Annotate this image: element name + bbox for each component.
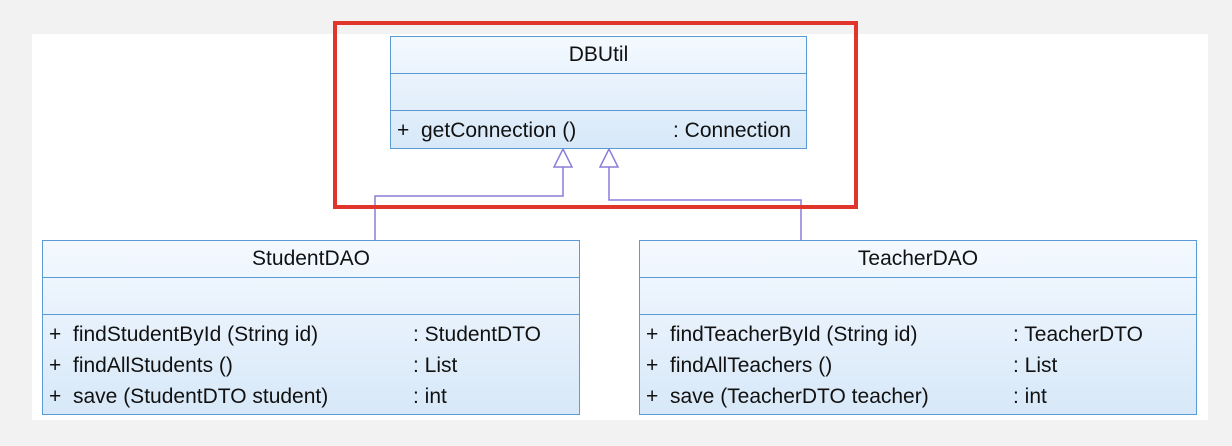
operation-type: : int	[413, 385, 447, 408]
class-name: DBUtil	[391, 37, 806, 74]
visibility: +	[49, 385, 62, 408]
operation-name: getConnection ()	[421, 119, 577, 142]
operation-type: : List	[413, 354, 458, 377]
operation-name: findTeacherById (String id)	[670, 323, 918, 346]
operation-name: save (StudentDTO student)	[73, 385, 329, 408]
operation-type: : int	[1013, 385, 1047, 408]
class-teacherdao[interactable]: TeacherDAO + findTeacherById (String id)…	[639, 240, 1197, 415]
generalization-arrowhead-left	[552, 147, 574, 168]
operation-name: save (TeacherDTO teacher)	[670, 385, 929, 408]
operation-type: : List	[1013, 354, 1058, 377]
operation-name: findAllStudents ()	[73, 354, 233, 377]
operation-row: + getConnection () : Connection	[397, 115, 806, 146]
operation-row: + findAllStudents () : List	[49, 350, 579, 381]
visibility: +	[646, 354, 659, 377]
attributes-compartment	[640, 278, 1196, 315]
visibility: +	[49, 323, 62, 346]
edge-teacherdao-to-dbutil	[608, 166, 802, 240]
edge-studentdao-to-dbutil	[374, 166, 564, 240]
operation-row: + findStudentById (String id) : StudentD…	[49, 319, 579, 350]
operations-compartment: + findStudentById (String id) : StudentD…	[43, 315, 579, 412]
operation-row: + save (StudentDTO student) : int	[49, 381, 579, 412]
class-name: StudentDAO	[43, 241, 579, 278]
visibility: +	[646, 323, 659, 346]
generalization-arrowhead-right	[598, 147, 620, 168]
operation-type: : Connection	[673, 119, 791, 142]
operations-compartment: + findTeacherById (String id) : TeacherD…	[640, 315, 1196, 412]
class-name: TeacherDAO	[640, 241, 1196, 278]
attributes-compartment	[391, 74, 806, 111]
operation-name: findStudentById (String id)	[73, 323, 319, 346]
operation-name: findAllTeachers ()	[670, 354, 833, 377]
operation-type: : StudentDTO	[413, 323, 542, 346]
operation-row: + findAllTeachers () : List	[646, 350, 1196, 381]
operations-compartment: + getConnection () : Connection	[391, 111, 806, 146]
visibility: +	[397, 119, 410, 142]
visibility: +	[646, 385, 659, 408]
attributes-compartment	[43, 278, 579, 315]
class-dbutil[interactable]: DBUtil + getConnection () : Connection	[390, 36, 807, 149]
operation-type: : TeacherDTO	[1013, 323, 1143, 346]
visibility: +	[49, 354, 62, 377]
highlight-box	[333, 21, 858, 209]
operation-row: + findTeacherById (String id) : TeacherD…	[646, 319, 1196, 350]
class-studentdao[interactable]: StudentDAO + findStudentById (String id)…	[42, 240, 580, 415]
operation-row: + save (TeacherDTO teacher) : int	[646, 381, 1196, 412]
